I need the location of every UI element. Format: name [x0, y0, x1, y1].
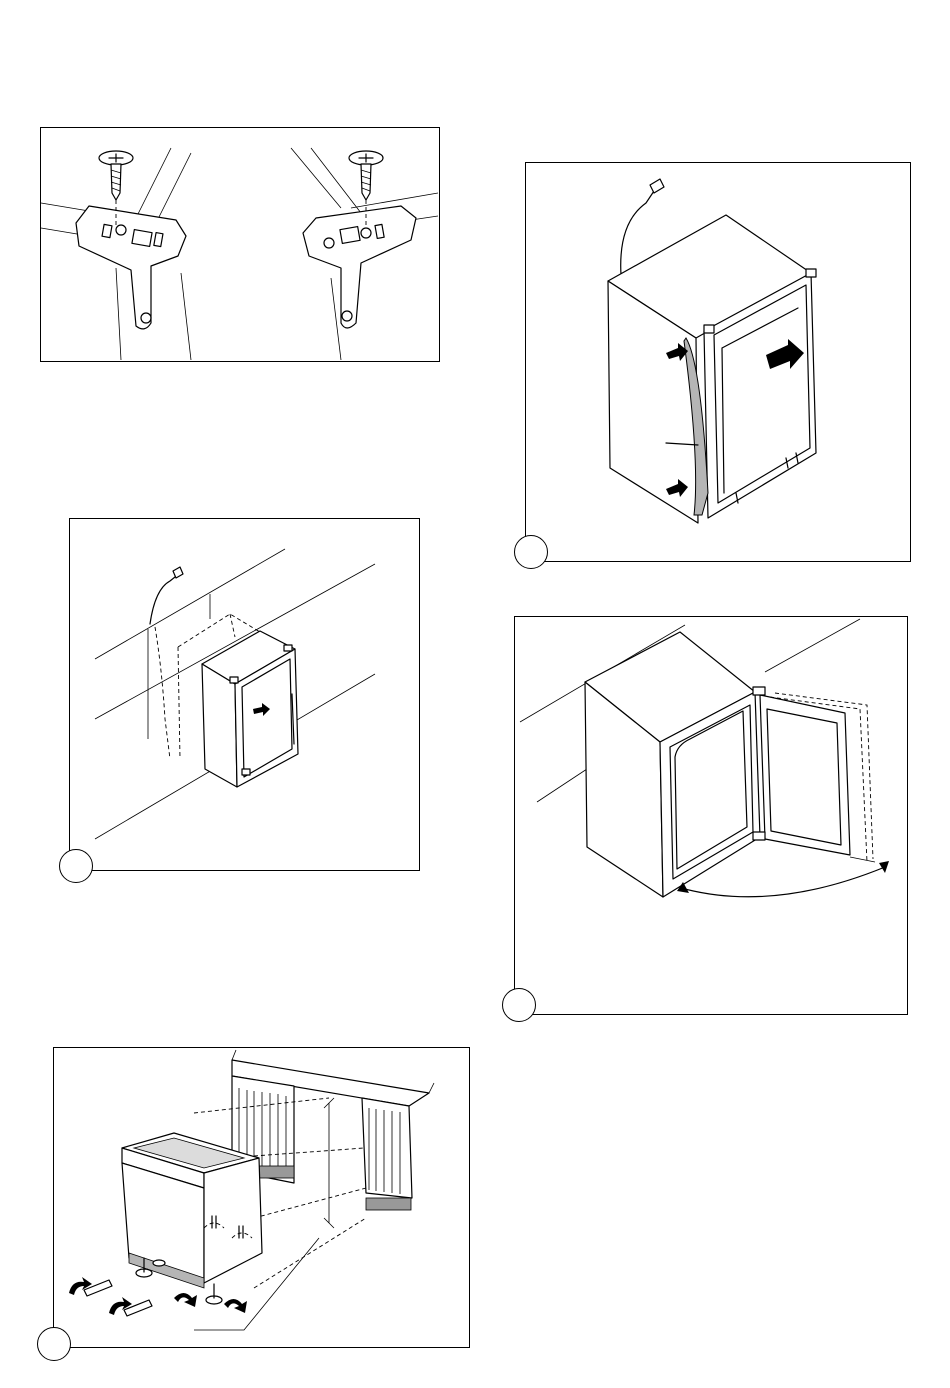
- plug-icon: [650, 179, 664, 193]
- figure-door: [514, 616, 908, 1015]
- left-bracket: [76, 206, 186, 329]
- figure-badge: [514, 535, 548, 569]
- plug-icon: [173, 567, 183, 578]
- figure-badge: [502, 988, 536, 1022]
- door-illustration: [515, 617, 906, 1013]
- feet-illustration: [54, 1048, 468, 1346]
- figure-feet: [53, 1047, 470, 1348]
- seal-illustration: [526, 163, 909, 560]
- niche-illustration: [70, 519, 418, 869]
- rotate-arrow-icon: [69, 1277, 247, 1316]
- brackets-illustration: [41, 128, 438, 360]
- figure-seal: [525, 162, 911, 562]
- right-bracket: [303, 206, 416, 328]
- figure-brackets: [40, 127, 440, 362]
- figure-badge: [59, 849, 93, 883]
- figure-niche: [69, 518, 420, 871]
- power-cord: [150, 577, 175, 624]
- figure-badge: [37, 1327, 71, 1361]
- swing-arc: [685, 867, 885, 897]
